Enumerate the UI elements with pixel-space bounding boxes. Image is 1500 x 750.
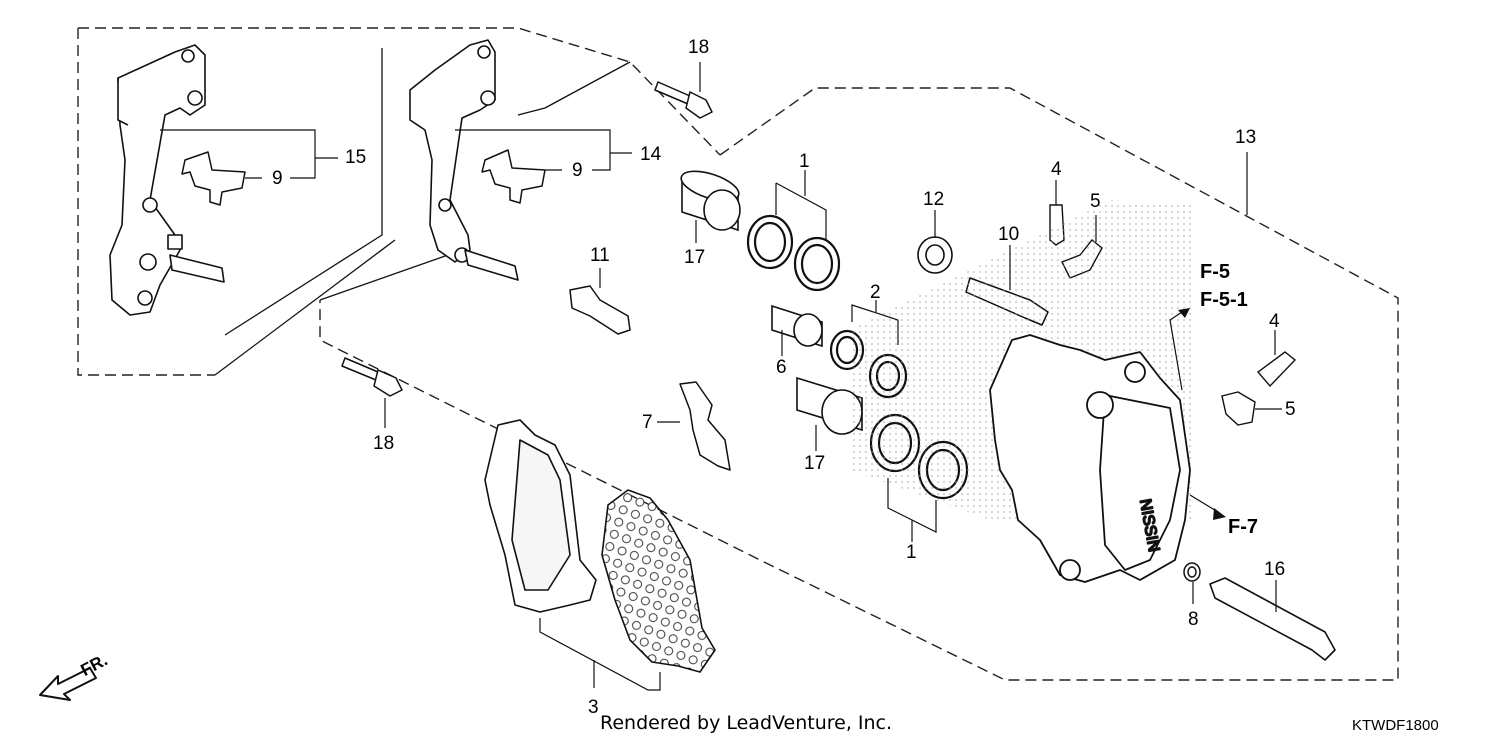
- pad-spring-7: [679, 381, 731, 471]
- piston-17-top: [680, 170, 741, 232]
- ref-f5-1: F-5-1: [1200, 289, 1248, 311]
- pin-16: [1209, 577, 1336, 661]
- callout-1-bottom: 1: [906, 542, 917, 563]
- callout-1-top: 1: [799, 151, 810, 172]
- ref-f7: F-7: [1228, 516, 1258, 538]
- callout-15: 15: [345, 147, 367, 168]
- front-direction-arrow: [39, 667, 97, 701]
- piston-6: [771, 304, 823, 348]
- brake-pad-3-front: [601, 489, 716, 673]
- callout-9-left: 9: [272, 168, 283, 189]
- callout-17-bottom: 17: [804, 453, 826, 474]
- bolt-18-bottom: [341, 357, 403, 397]
- callout-5-right: 5: [1285, 399, 1296, 420]
- callout-3: 3: [588, 697, 599, 718]
- pad-clip-9-left: [181, 151, 246, 206]
- callout-10: 10: [998, 224, 1020, 245]
- callout-16: 16: [1264, 559, 1286, 580]
- callout-4-top: 4: [1051, 159, 1062, 180]
- render-credit: Rendered by LeadVenture, Inc.: [600, 712, 893, 734]
- reference-arrows: [1178, 308, 1226, 520]
- callout-18-top: 18: [688, 37, 710, 58]
- assembly-boundary-15: [77, 27, 721, 376]
- callout-7: 7: [642, 412, 653, 433]
- callout-14: 14: [640, 144, 662, 165]
- callout-9-mid: 9: [572, 160, 583, 181]
- caliper-bracket-14: [409, 39, 519, 281]
- washer-8: [1183, 562, 1201, 582]
- bleeder-4-right: [1256, 351, 1297, 388]
- brake-pad-3-back: [484, 419, 597, 613]
- cap-12: [917, 236, 953, 274]
- callout-17-top: 17: [684, 247, 706, 268]
- caliper-body: NISSIN: [989, 334, 1191, 583]
- callout-4-right: 4: [1269, 311, 1280, 332]
- callout-12: 12: [923, 189, 945, 210]
- ref-f5: F-5: [1200, 261, 1230, 283]
- bleeder-11: [569, 285, 631, 335]
- leader-lines: [160, 62, 1282, 691]
- separator-lines: [214, 48, 631, 376]
- callout-6: 6: [776, 357, 787, 378]
- callout-8: 8: [1188, 609, 1199, 630]
- diagram-code: KTWDF1800: [1352, 717, 1439, 734]
- callout-11: 11: [590, 245, 610, 266]
- cap-5-right: [1221, 391, 1256, 426]
- callout-2: 2: [870, 282, 881, 303]
- pad-clip-9-mid: [481, 149, 546, 204]
- assembly-boundary-13: [319, 87, 1399, 681]
- bolt-18-top: [654, 81, 713, 119]
- callout-18-bottom: 18: [373, 433, 395, 454]
- caliper-bracket-15: [109, 44, 225, 316]
- callout-5-top: 5: [1090, 191, 1101, 212]
- callout-13: 13: [1235, 127, 1257, 148]
